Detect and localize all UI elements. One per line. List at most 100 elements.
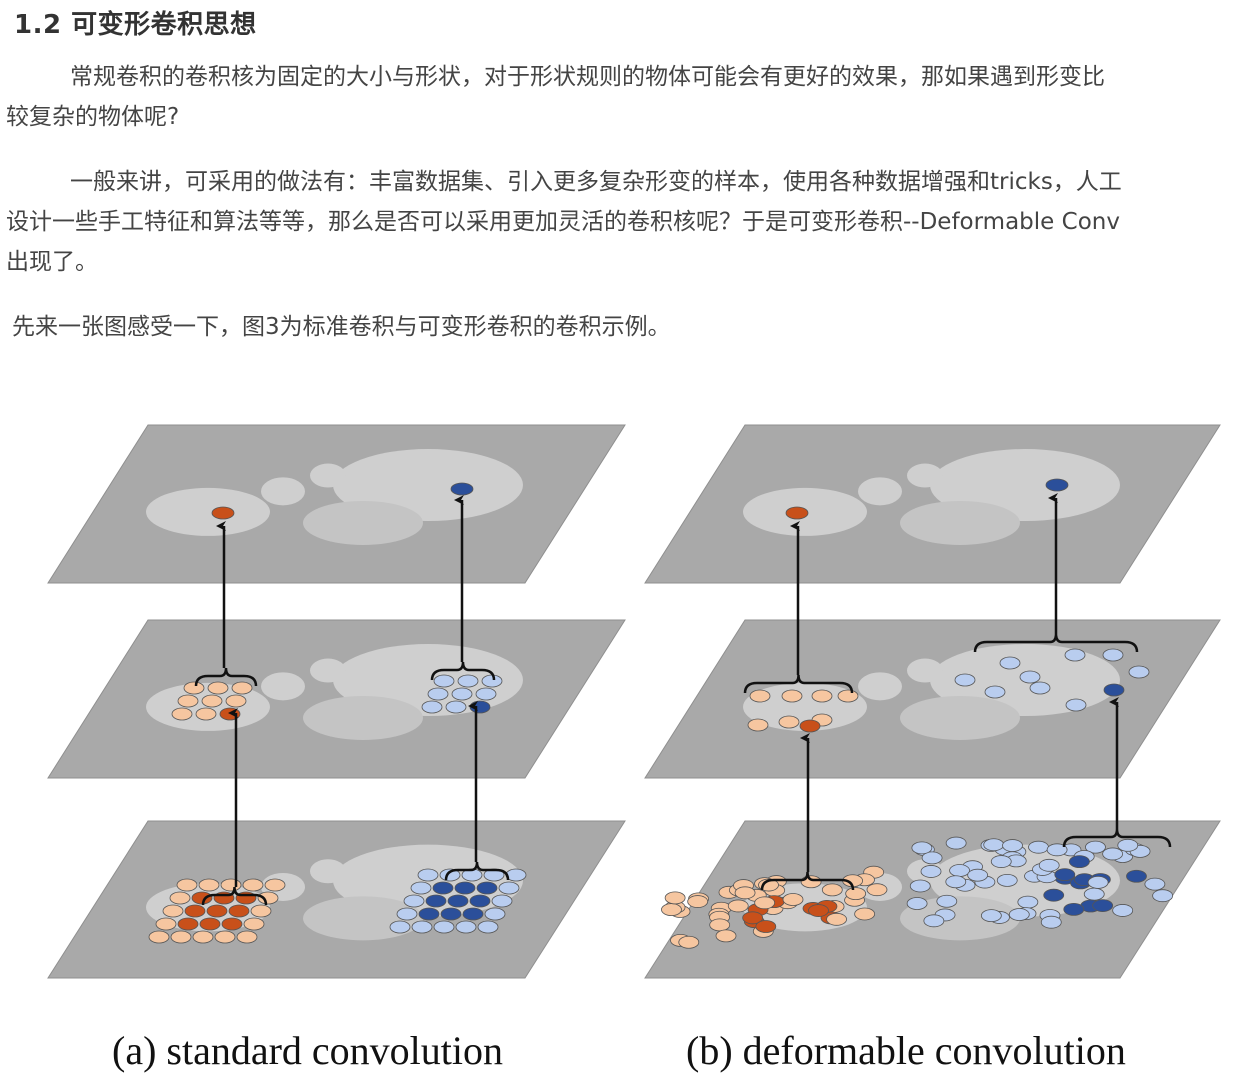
sampling-point-blue	[421, 700, 443, 714]
sampling-point-orange	[664, 891, 686, 905]
sampling-point-orange	[231, 681, 253, 695]
sampling-point-blue	[990, 855, 1012, 868]
sampling-point-blue	[967, 868, 989, 882]
sampling-point-blue	[410, 881, 432, 895]
sampling-point-orange	[709, 918, 731, 932]
sampling-point-orange	[201, 694, 223, 708]
sampling-point-orange	[177, 694, 199, 708]
sampling-point-blue	[945, 836, 967, 850]
sampling-point-orange	[195, 707, 217, 721]
sampling-point-blue	[1038, 858, 1060, 872]
sampling-point-orange	[678, 935, 700, 949]
lamb-head	[858, 672, 902, 701]
sampling-point-blue	[911, 841, 933, 855]
sampling-point-orange	[155, 917, 177, 931]
section-heading: 1.2 可变形卷积思想	[14, 10, 257, 40]
sampling-point-blue	[425, 894, 447, 908]
sampling-point-blue	[1128, 665, 1150, 679]
output-point-orange	[785, 506, 809, 520]
sampling-point-orange	[734, 886, 756, 900]
sampling-point-blue	[1112, 904, 1134, 917]
sheep-head	[907, 658, 943, 683]
sampling-point-orange	[199, 917, 221, 931]
sampling-point-blue	[1092, 899, 1114, 912]
sampling-point-blue	[936, 894, 958, 908]
paragraph-2-line-1: 一般来讲，可采用的做法有：丰富数据集、引入更多复杂形变的样本，使用各种数据增强和…	[70, 169, 1122, 195]
sampling-point-orange	[257, 891, 279, 905]
sampling-point-blue	[1085, 840, 1106, 854]
sampling-point-blue	[1144, 877, 1166, 891]
sampling-point-blue	[1068, 855, 1090, 869]
sampling-point-blue	[491, 894, 513, 908]
sampling-point-blue	[481, 674, 503, 688]
sampling-point-blue	[945, 875, 967, 889]
sampling-point-blue	[949, 864, 970, 877]
feature-map-plane	[644, 424, 1221, 584]
sampling-point-blue	[403, 894, 425, 908]
paragraph-3: 先来一张图感受一下，图3为标准卷积与可变形卷积的卷积示例。	[12, 307, 1258, 347]
lamb-body-small	[900, 695, 1020, 740]
sampling-point-orange	[177, 917, 199, 931]
sampling-point-blue	[476, 881, 498, 895]
sampling-point-blue	[1083, 887, 1105, 901]
sampling-point-blue	[417, 868, 439, 882]
sampling-point-blue	[498, 881, 520, 895]
sampling-point-blue	[1028, 840, 1049, 854]
sampling-point-orange	[250, 904, 272, 918]
lamb-head	[261, 672, 305, 701]
sampling-point-blue	[980, 909, 1002, 923]
sampling-point-orange	[727, 899, 749, 913]
sampling-point-blue	[469, 700, 491, 714]
sampling-point-blue	[433, 674, 455, 688]
sampling-point-orange	[170, 930, 192, 944]
sampling-point-orange	[758, 878, 779, 892]
lamb-body-small	[900, 500, 1020, 545]
sampling-point-orange	[799, 719, 821, 733]
feature-map-plane	[47, 820, 626, 979]
sampling-point-blue	[1043, 888, 1065, 902]
sampling-point-orange	[236, 930, 258, 944]
sampling-point-blue	[1102, 847, 1124, 861]
sampling-point-blue	[1054, 868, 1076, 882]
sampling-point-blue	[921, 851, 943, 865]
feature-map-plane	[47, 619, 626, 779]
sampling-point-orange	[148, 930, 170, 944]
sampling-point-orange	[742, 911, 764, 925]
sampling-point-orange	[264, 878, 286, 892]
sampling-point-orange	[747, 718, 769, 732]
paragraph-2-line-3: 出现了。	[6, 249, 98, 275]
sampling-point-orange	[243, 917, 265, 931]
sampling-point-orange	[821, 883, 843, 897]
sampling-point-blue	[455, 920, 477, 934]
sampling-point-blue	[1063, 902, 1085, 916]
sampling-point-blue	[1117, 838, 1139, 852]
sampling-point-orange	[778, 715, 800, 729]
sampling-point-blue	[1008, 908, 1030, 921]
sampling-point-blue	[996, 873, 1018, 887]
sampling-point-blue	[1002, 839, 1023, 852]
sampling-point-orange	[184, 904, 206, 918]
sampling-point-blue	[954, 673, 976, 687]
paragraph-3-line-1: 先来一张图感受一下，图3为标准卷积与可变形卷积的卷积示例。	[12, 314, 671, 340]
output-point-blue	[1045, 478, 1069, 492]
sampling-point-orange	[192, 930, 214, 944]
sampling-point-orange	[854, 907, 876, 921]
sampling-point-blue	[427, 687, 449, 701]
sampling-point-orange	[207, 681, 229, 695]
sampling-point-orange	[755, 920, 777, 933]
sampling-point-blue	[440, 907, 462, 921]
paragraph-2-line-2: 设计一些手工特征和算法等等，那么是否可以采用更加灵活的卷积核呢？于是可变形卷积-…	[6, 209, 1120, 235]
sampling-point-blue	[445, 700, 467, 714]
sampling-points	[148, 478, 1174, 949]
sampling-point-orange	[225, 694, 247, 708]
sampling-point-orange	[661, 903, 682, 917]
output-point-blue	[450, 482, 474, 496]
sampling-point-blue	[1102, 648, 1124, 662]
sampling-point-blue	[454, 881, 476, 895]
sampling-point-blue	[418, 907, 440, 921]
sampling-point-blue	[983, 838, 1005, 852]
sampling-point-blue	[477, 920, 499, 934]
sampling-point-orange	[811, 689, 833, 703]
sampling-point-orange	[228, 904, 250, 918]
lamb-body-small	[900, 896, 1020, 941]
